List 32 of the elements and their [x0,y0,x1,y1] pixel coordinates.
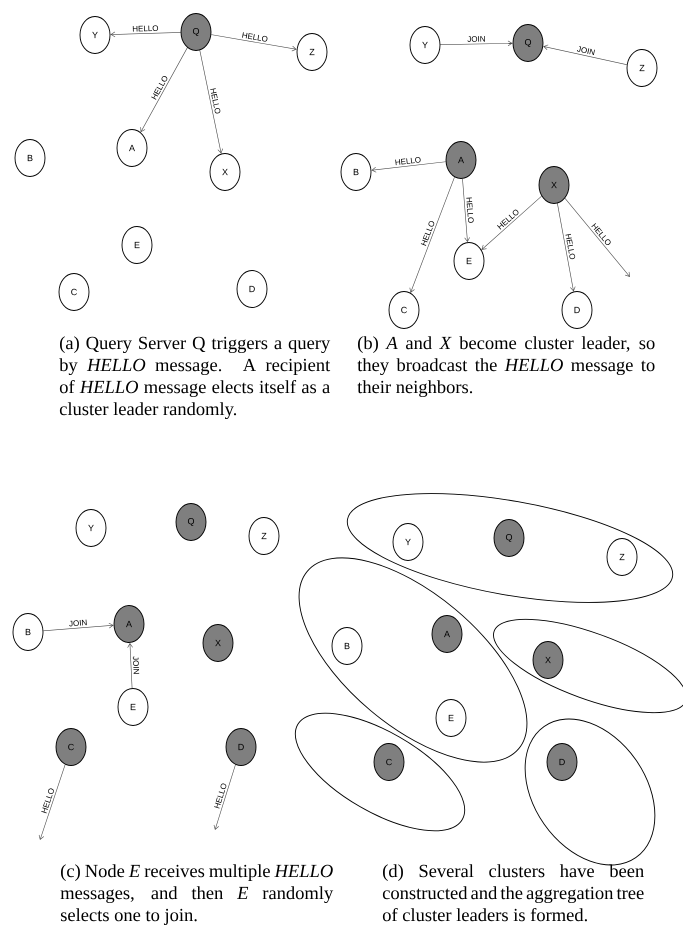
arrow [440,40,513,46]
arrow [43,622,114,632]
edge-label: JOIN [577,46,595,56]
arrow [482,196,542,250]
caption: (a) Query Server Q triggers a query by HELLO message. A recipient of HELLO message elects itself as a cluster leader randomly. [59,336,330,420]
edge-label: HELLO [210,88,220,114]
edge-label: HELLO [566,234,576,260]
edge-label: HELLO [395,157,421,166]
edge-label: JOIN [69,620,87,626]
arrow [371,161,446,173]
arrow [410,176,455,293]
arrow [110,32,181,38]
arrow [211,34,297,52]
edge-label: HELLO [242,32,268,42]
edge-label: HELLO [214,784,226,809]
edge-label: HELLO [132,25,158,32]
arrow [564,198,630,277]
edge-label: JOIN [467,36,485,42]
caption: (d) Several clusters have been constructed and the aggregation tree of cluster leaders is formed. [382,864,644,922]
edge-label: JOIN [132,656,140,674]
caption: (b) A and X become cluster leader, so they broadcast the HELLO message to their neighbors. [357,336,655,398]
arrow [543,44,628,65]
caption: (c) Node E receives multiple HELLO messages, and then E randomly selects one to join. [60,864,334,925]
edge-label: HELLO [466,197,474,223]
edge-label: HELLO [41,788,54,814]
arrow [200,50,224,154]
arrow [462,178,470,242]
arrow [140,47,188,132]
arrow [127,642,133,688]
arrow [38,764,66,840]
arrow [557,203,576,292]
arrow [214,764,236,830]
